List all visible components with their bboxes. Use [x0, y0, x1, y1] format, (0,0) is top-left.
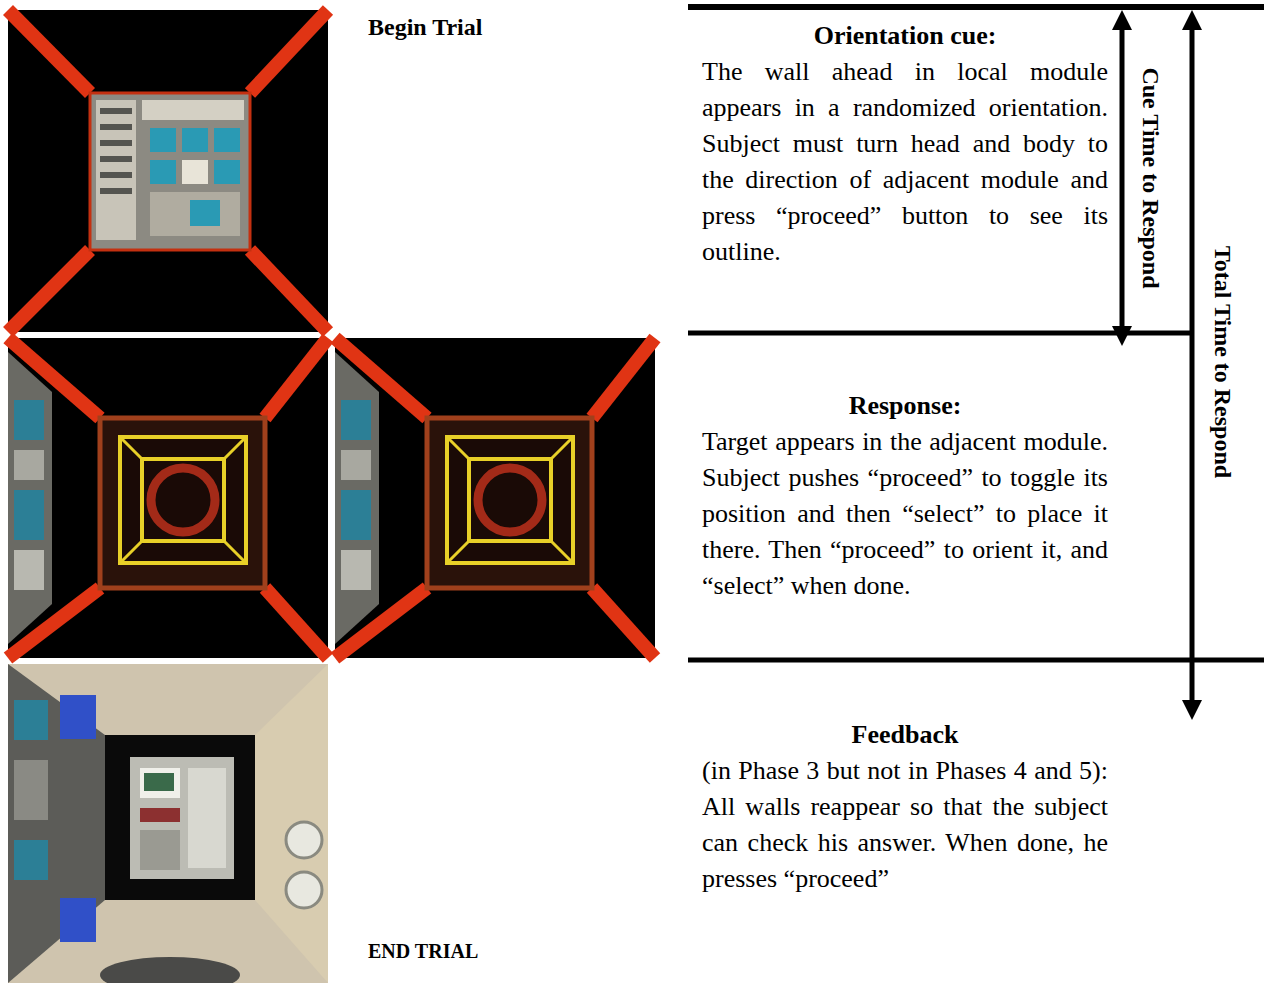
band-body: (in Phase 3 but not in Phases 4 and 5): … — [702, 753, 1108, 897]
band-heading: Response: — [702, 388, 1108, 424]
time-arrow — [1182, 10, 1202, 720]
text-band: Orientation cue:The wall ahead in local … — [698, 12, 1112, 330]
axis-label: Cue Time to Respond — [1137, 67, 1164, 288]
module-view — [8, 338, 328, 658]
text-band: Response:Target appears in the adjacent … — [698, 338, 1112, 656]
time-arrow — [1112, 10, 1132, 346]
module-view — [8, 10, 328, 332]
module-view — [8, 664, 328, 983]
module-view — [335, 338, 655, 658]
band-body: Target appears in the adjacent module. S… — [702, 424, 1108, 604]
band-body: The wall ahead in local module appears i… — [702, 54, 1108, 270]
text-band: Feedback(in Phase 3 but not in Phases 4 … — [698, 665, 1112, 981]
separator — [688, 658, 1264, 663]
band-heading: Orientation cue: — [702, 18, 1108, 54]
band-heading: Feedback — [702, 717, 1108, 753]
trial-start-label: Begin Trial — [368, 14, 482, 41]
trial-end-label: END TRIAL — [368, 940, 478, 963]
axis-label: Total Time to Respond — [1209, 246, 1236, 478]
separator — [688, 4, 1264, 10]
